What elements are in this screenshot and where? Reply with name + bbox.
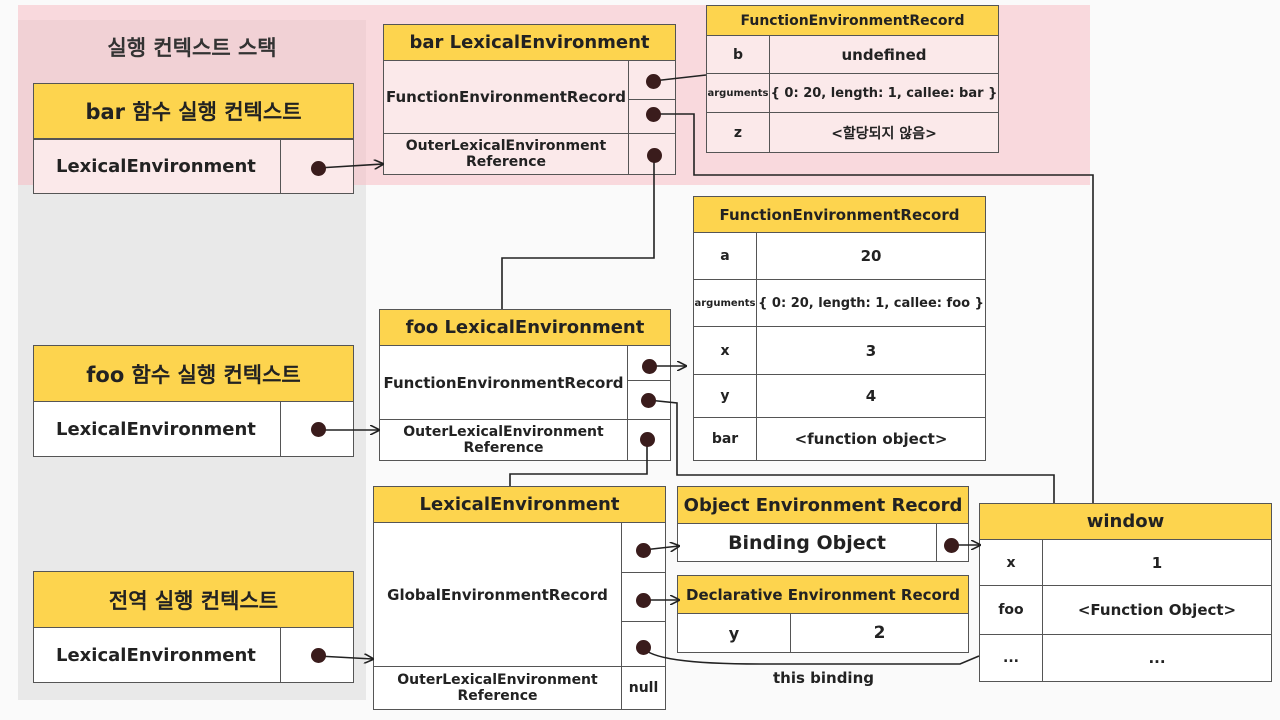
window-key-0: x <box>979 539 1043 586</box>
global-context-env-label: LexicalEnvironment <box>33 627 281 683</box>
window-title: window <box>979 503 1272 540</box>
window-key-1: foo <box>979 585 1043 635</box>
bar-lex-outer-dot <box>647 148 662 163</box>
declarative-record-value: 2 <box>790 613 969 653</box>
foo-record-value-2: 3 <box>756 326 986 375</box>
declarative-record-title: Declarative Environment Record <box>677 575 969 614</box>
window-value-1: <Function Object> <box>1042 585 1272 635</box>
bar-lex-outer-label-line1: OuterLexicalEnvironment <box>405 138 607 154</box>
foo-lex-title: foo LexicalEnvironment <box>379 309 671 346</box>
bar-record-key-1: arguments <box>706 73 770 113</box>
bar-record-key-0: b <box>706 35 770 74</box>
binding-object-dot <box>944 538 959 553</box>
global-context-pointer-dot <box>311 648 326 663</box>
global-lex-outer-null: null <box>621 666 666 710</box>
window-value-2: ... <box>1042 634 1272 682</box>
foo-lex-outer-dot <box>640 432 655 447</box>
object-record-binding-label: Binding Object <box>677 523 937 562</box>
foo-record-key-0: a <box>693 232 757 280</box>
bar-record-value-2: <할당되지 않음> <box>769 112 999 153</box>
global-lex-title: LexicalEnvironment <box>373 486 666 523</box>
global-lex-record-dot-1 <box>636 543 651 558</box>
window-key-2: ... <box>979 634 1043 682</box>
foo-record-value-3: 4 <box>756 374 986 418</box>
foo-lex-record-label: FunctionEnvironmentRecord <box>379 345 628 420</box>
bar-context-pointer-dot <box>311 161 326 176</box>
foo-record-value-1: { 0: 20, length: 1, callee: foo } <box>756 279 986 327</box>
foo-context-pointer-dot <box>311 422 326 437</box>
global-context-title: 전역 실행 컨텍스트 <box>33 571 354 628</box>
foo-context-env-label: LexicalEnvironment <box>33 401 281 457</box>
global-lex-record-dot-2 <box>636 593 651 608</box>
foo-record-key-2: x <box>693 326 757 375</box>
foo-record-key-4: bar <box>693 417 757 461</box>
global-lex-record-label: GlobalEnvironmentRecord <box>373 522 622 667</box>
foo-record-key-1: arguments <box>693 279 757 327</box>
foo-record-title: FunctionEnvironmentRecord <box>693 196 986 233</box>
stack-title: 실행 컨텍스트 스택 <box>107 36 277 60</box>
foo-context-title: foo 함수 실행 컨텍스트 <box>33 345 354 402</box>
bar-record-title: FunctionEnvironmentRecord <box>706 5 999 36</box>
global-lex-outer-label-line1: OuterLexicalEnvironment <box>397 672 598 688</box>
global-lex-outer-label: OuterLexicalEnvironment Reference <box>373 666 622 710</box>
bar-lex-record-label: FunctionEnvironmentRecord <box>383 60 629 134</box>
foo-record-value-0: 20 <box>756 232 986 280</box>
bar-lex-record-dot-2 <box>646 107 661 122</box>
global-lex-outer-label-line2: Reference <box>457 688 538 704</box>
bar-context-env-label: LexicalEnvironment <box>33 139 281 194</box>
foo-lex-record-dot-2 <box>641 393 656 408</box>
global-lex-record-dot-3 <box>636 640 651 655</box>
foo-lex-outer-label-line1: OuterLexicalEnvironment <box>403 424 604 440</box>
bar-record-value-0: undefined <box>769 35 999 74</box>
bar-lex-title: bar LexicalEnvironment <box>383 24 676 61</box>
foo-record-value-4: <function object> <box>756 417 986 461</box>
bar-lex-outer-label: OuterLexicalEnvironment Reference <box>383 133 629 175</box>
object-record-title: Object Environment Record <box>677 486 969 524</box>
foo-lex-outer-label-line2: Reference <box>463 440 544 456</box>
bar-record-value-1: { 0: 20, length: 1, callee: bar } <box>769 73 999 113</box>
bar-lex-record-dot-1 <box>646 74 661 89</box>
window-value-0: 1 <box>1042 539 1272 586</box>
declarative-record-key: y <box>677 613 791 653</box>
bar-context-title: bar 함수 실행 컨텍스트 <box>33 83 354 139</box>
foo-lex-record-dot-1 <box>642 359 657 374</box>
bar-lex-outer-label-line2: Reference <box>465 154 547 170</box>
foo-lex-outer-label: OuterLexicalEnvironment Reference <box>379 419 628 461</box>
foo-context-env-slot <box>280 401 354 457</box>
bar-record-key-2: z <box>706 112 770 153</box>
foo-record-key-3: y <box>693 374 757 418</box>
this-binding-label: this binding <box>773 669 874 687</box>
